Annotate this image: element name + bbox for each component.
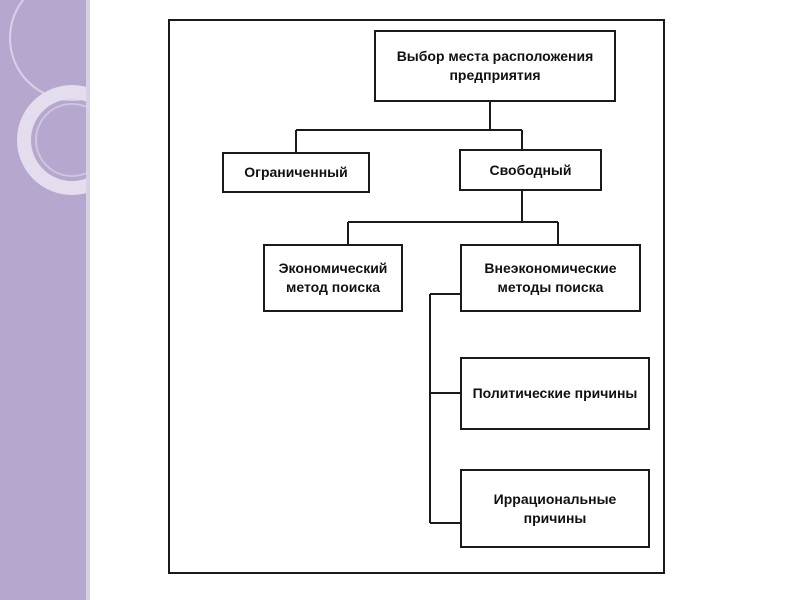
political-reasons-node: Политические причины [460,357,650,430]
non-economic-methods-node: Внеэкономические методы поиска [460,244,641,312]
decorative-side-band [0,0,88,600]
irrational-reasons-node: Иррациональные причины [460,469,650,548]
side-band-edge [86,0,90,600]
limited-node: Ограниченный [222,152,370,193]
decorative-circles [9,0,88,195]
free-node: Свободный [459,149,602,191]
root-node: Выбор места расположения предприятия [374,30,616,102]
economic-method-node: Экономический метод поиска [263,244,403,312]
